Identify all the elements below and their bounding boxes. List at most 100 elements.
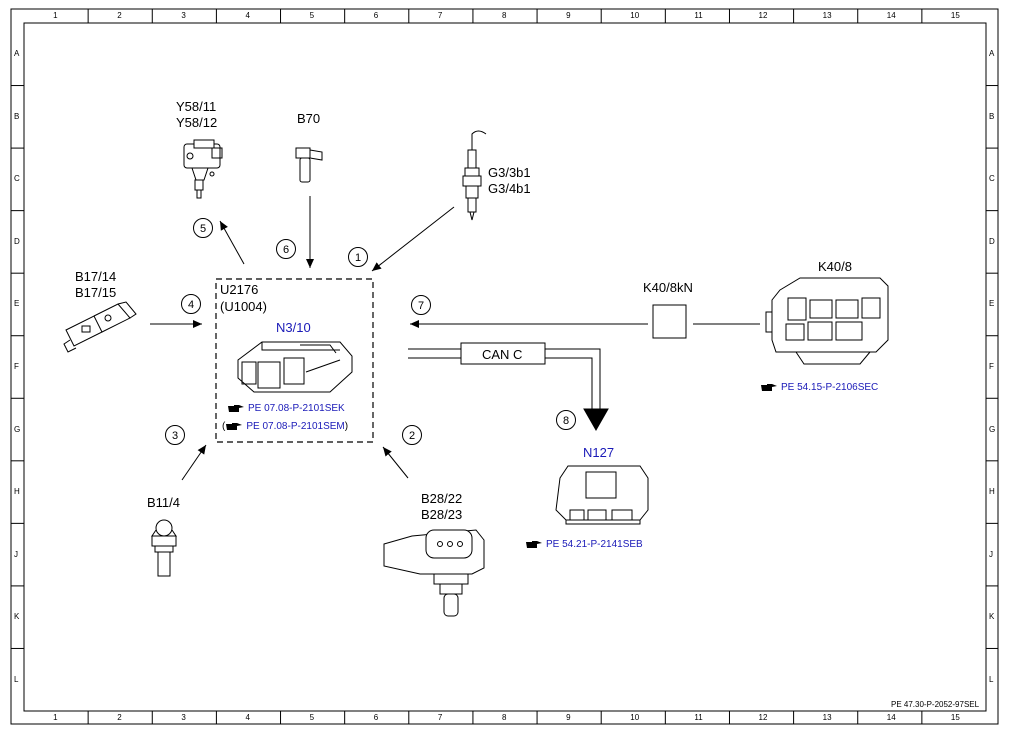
grid-col-label-bottom: 10 bbox=[630, 713, 640, 722]
b70-drawing bbox=[295, 147, 323, 183]
label-g3-b: G3/4b1 bbox=[488, 181, 531, 196]
grid-row-label-left: F bbox=[14, 362, 19, 371]
grid-col-label-top: 10 bbox=[630, 10, 640, 20]
ref-ecu-1-text: PE 07.08-P-2101SEK bbox=[248, 403, 345, 415]
grid-col-label-bottom: 1 bbox=[53, 713, 58, 722]
grid-col-label-top: 13 bbox=[822, 10, 832, 20]
label-y58-a: Y58/11 bbox=[176, 99, 217, 114]
grid-col-label-top: 6 bbox=[373, 10, 379, 20]
k40-fusebox-drawing bbox=[765, 277, 889, 365]
bubble-1: 1 bbox=[348, 247, 368, 267]
g3-drawing bbox=[462, 130, 487, 221]
grid-row-label-right: A bbox=[989, 49, 995, 59]
bubble-3: 3 bbox=[165, 425, 185, 445]
grid-col-label-top: 2 bbox=[117, 10, 122, 20]
label-k40-8: K40/8 bbox=[818, 259, 852, 274]
grid-col-label-bottom: 11 bbox=[694, 713, 703, 722]
grid-col-label-bottom: 9 bbox=[566, 713, 571, 722]
grid-row-label-right: L bbox=[989, 674, 994, 684]
grid-row-label-right: C bbox=[989, 174, 995, 184]
arrow-5 bbox=[219, 220, 245, 265]
outer-frame bbox=[10, 8, 999, 725]
ref-n127-text: PE 54.21-P-2141SEB bbox=[546, 539, 643, 551]
pointing-hand-icon bbox=[526, 541, 542, 548]
ref-n127[interactable]: PE 54.21-P-2141SEB bbox=[525, 540, 643, 550]
grid-col-label-bottom: 6 bbox=[373, 713, 379, 722]
signal-arrows bbox=[150, 196, 760, 481]
bubble-2: 2 bbox=[402, 425, 422, 445]
grid-row-label-left: A bbox=[14, 49, 20, 59]
can-bus bbox=[408, 342, 609, 432]
grid-row-label-right: J bbox=[989, 549, 993, 559]
ref-k40[interactable]: PE 54.15-P-2106SEC bbox=[760, 383, 878, 393]
grid-row-label-right: H bbox=[989, 487, 995, 497]
grid-col-label-bottom: 2 bbox=[117, 713, 122, 722]
label-g3-a: G3/3b1 bbox=[488, 165, 531, 180]
grid-col-label-bottom: 4 bbox=[245, 713, 250, 722]
bubble-4: 4 bbox=[181, 294, 201, 314]
grid-row-label-right: B bbox=[989, 111, 995, 121]
label-b17-a: B17/14 bbox=[75, 269, 117, 284]
grid-row-label-right: F bbox=[989, 362, 994, 371]
grid-col-label-bottom: 8 bbox=[502, 713, 507, 722]
grid-row-label-right: D bbox=[989, 236, 995, 246]
pointing-hand-icon bbox=[761, 384, 777, 391]
bubble-7: 7 bbox=[411, 295, 431, 315]
grid-col-label-bottom: 15 bbox=[950, 713, 960, 722]
label-b70: B70 bbox=[297, 111, 321, 126]
label-control-unit-name: N3/10 bbox=[276, 320, 311, 335]
arrow-1 bbox=[371, 206, 455, 272]
grid-row-label-left: K bbox=[14, 612, 20, 622]
pointing-hand-icon bbox=[228, 405, 244, 412]
grid-row-label-right: K bbox=[989, 612, 995, 622]
document-id: PE 47.30-P-2052-97SEL bbox=[891, 700, 980, 709]
grid-row-label-left: H bbox=[14, 487, 20, 497]
label-b28-a: B28/22 bbox=[421, 491, 463, 506]
grid-row-label-left: D bbox=[14, 236, 20, 246]
grid-col-label-top: 8 bbox=[502, 10, 507, 20]
label-control-unit-code: U2176 bbox=[220, 282, 259, 297]
grid-col-label-bottom: 14 bbox=[886, 713, 896, 722]
label-control-unit-alt-code: (U1004) bbox=[220, 299, 267, 314]
b28-drawing bbox=[383, 529, 485, 617]
grid-col-label-bottom: 5 bbox=[309, 713, 315, 722]
ref-ecu-2-close: ) bbox=[344, 421, 349, 433]
grid-col-label-top: 11 bbox=[694, 10, 703, 20]
ref-ecu-2-open: ( bbox=[222, 421, 226, 433]
label-n127: N127 bbox=[583, 445, 615, 460]
label-k40-8kn: K40/8kN bbox=[643, 280, 693, 295]
grid-col-label-bottom: 3 bbox=[181, 713, 186, 722]
grid-col-label-top: 3 bbox=[181, 10, 186, 20]
pointing-hand-icon bbox=[226, 423, 243, 430]
arrow-3 bbox=[181, 444, 207, 481]
grid-col-label-top: 9 bbox=[566, 10, 571, 20]
grid-row-label-left: E bbox=[14, 299, 20, 309]
label-can-bus: CAN C bbox=[482, 347, 523, 362]
b17-drawing bbox=[63, 301, 137, 353]
grid-row-label-left: C bbox=[14, 174, 20, 184]
grid-col-label-top: 14 bbox=[886, 10, 896, 20]
grid-col-label-top: 7 bbox=[437, 10, 443, 20]
bubble-8: 8 bbox=[556, 410, 576, 430]
grid-col-label-top: 1 bbox=[53, 10, 58, 20]
y58-drawing bbox=[183, 139, 223, 199]
grid-col-label-bottom: 7 bbox=[437, 713, 443, 722]
grid-col-label-top: 15 bbox=[950, 10, 960, 20]
bubble-5: 5 bbox=[193, 218, 213, 238]
ref-ecu-1[interactable]: PE 07.08-P-2101SEK bbox=[227, 404, 345, 414]
grid-col-label-top: 12 bbox=[758, 10, 768, 20]
grid-row-label-left: G bbox=[14, 424, 21, 434]
k40-relay-drawing bbox=[652, 304, 687, 339]
ref-ecu-2[interactable]: (PE 07.08-P-2101SEM) bbox=[222, 422, 348, 432]
grid-col-label-top: 5 bbox=[309, 10, 315, 20]
grid-ticks bbox=[11, 9, 998, 724]
grid-row-label-right: E bbox=[989, 299, 995, 309]
ref-k40-text: PE 54.15-P-2106SEC bbox=[781, 382, 879, 394]
bubble-6: 6 bbox=[276, 239, 296, 259]
label-b28-b: B28/23 bbox=[421, 507, 463, 522]
inner-frame bbox=[23, 22, 987, 712]
grid-row-label-left: B bbox=[14, 111, 20, 121]
grid-row-label-left: L bbox=[14, 674, 19, 684]
